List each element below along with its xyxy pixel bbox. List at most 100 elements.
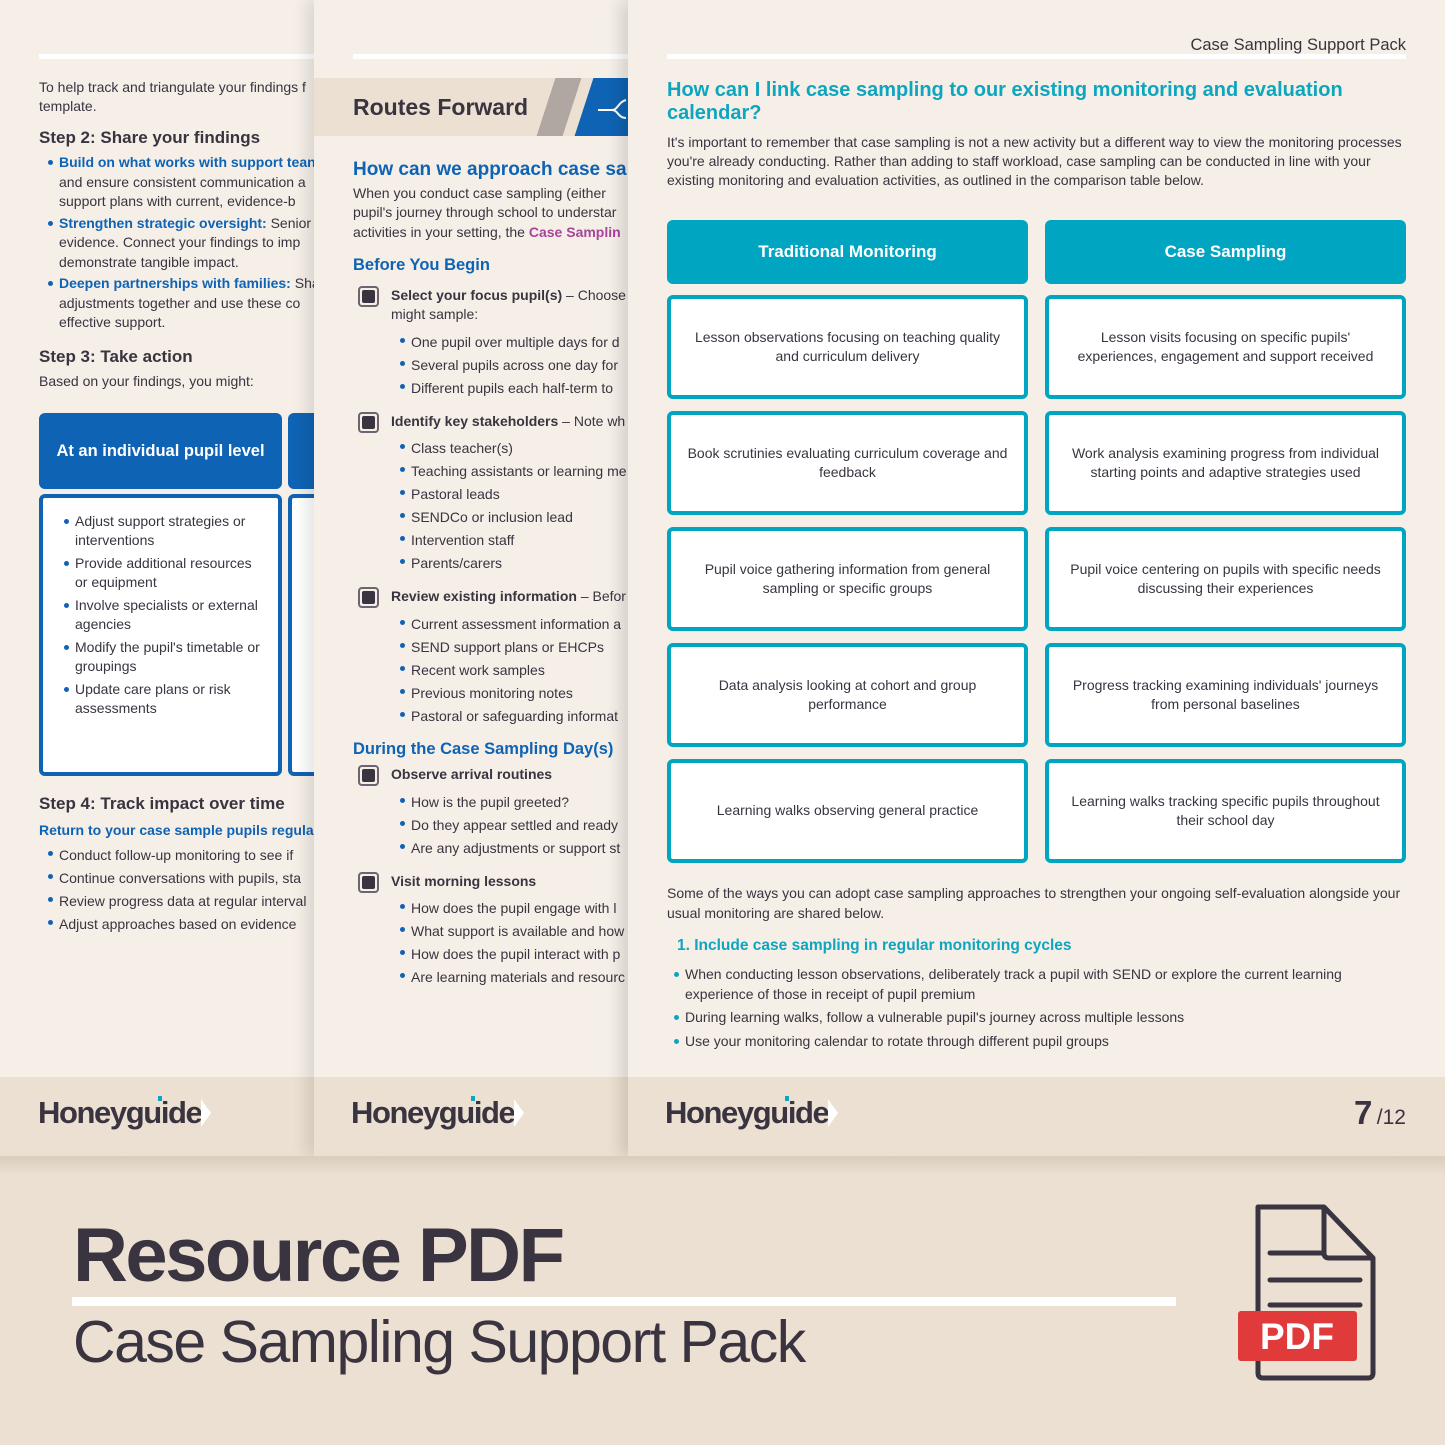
list-item: Are any adjustments or support st bbox=[399, 837, 628, 860]
outro-paragraph: Some of the ways you can adopt case samp… bbox=[667, 885, 1401, 921]
checkbox-icon[interactable] bbox=[358, 285, 379, 307]
list-item: Continue conversations with pupils, sta bbox=[47, 867, 314, 890]
list-item: Previous monitoring notes bbox=[399, 682, 628, 705]
list-item: Do they appear settled and ready bbox=[399, 814, 628, 837]
checkbox-icon[interactable] bbox=[358, 765, 379, 786]
step3-heading: Step 3: Take action bbox=[39, 346, 193, 366]
table-header-traditional: Traditional Monitoring bbox=[667, 220, 1028, 284]
second-level-box bbox=[288, 494, 314, 776]
list-item: Review progress data at regular interval bbox=[47, 890, 314, 913]
pdf-file-icon: PDF bbox=[1238, 1204, 1376, 1381]
svg-text:PDF: PDF bbox=[1260, 1316, 1334, 1357]
list-item: Involve specialists or external agencies bbox=[63, 596, 264, 634]
table-cell: Learning walks observing general practic… bbox=[667, 759, 1028, 863]
step2-heading: Step 2: Share your findings bbox=[39, 128, 261, 147]
page-title: How can I link case sampling to our exis… bbox=[667, 79, 1343, 124]
list-heading: 1. Include case sampling in regular moni… bbox=[677, 937, 1072, 954]
list-item: During learning walks, follow a vulnerab… bbox=[673, 1008, 1393, 1028]
list-item: Teaching assistants or learning me bbox=[399, 460, 628, 483]
table-cell: Learning walks tracking specific pupils … bbox=[1045, 759, 1406, 863]
page-footer bbox=[314, 1077, 628, 1156]
monitoring-list: When conducting lesson observations, del… bbox=[673, 965, 1393, 1055]
checklist-item: Visit morning lessons bbox=[353, 871, 628, 893]
list-item: How does the pupil engage with l bbox=[399, 897, 628, 920]
list-item: When conducting lesson observations, del… bbox=[673, 965, 1393, 1004]
banner-title: Resource PDF bbox=[73, 1213, 565, 1298]
list-item: Pastoral leads bbox=[399, 483, 628, 506]
banner-subtitle: Case Sampling Support Pack bbox=[73, 1309, 806, 1375]
second-level-header bbox=[288, 413, 314, 489]
header-rule bbox=[353, 54, 628, 59]
step4-heading: Step 4: Track impact over time bbox=[39, 794, 285, 813]
route-icon bbox=[598, 99, 627, 119]
page-preview-step-guide: To help track and triangulate your findi… bbox=[0, 0, 314, 1156]
table-cell: Data analysis looking at cohort and grou… bbox=[667, 643, 1028, 747]
checklist-item: Select your focus pupil(s) – Choose migh… bbox=[353, 285, 628, 325]
list-item: Current assessment information a bbox=[399, 613, 628, 636]
page-number: 7 /12 bbox=[1353, 1094, 1406, 1131]
list-item: Conduct follow-up monitoring to see if bbox=[47, 844, 314, 867]
list-item: Provide additional resources or equipmen… bbox=[63, 554, 264, 592]
table-cell: Progress tracking examining individuals'… bbox=[1045, 643, 1406, 747]
honeyguide-logo: Honeyguide bbox=[665, 1095, 839, 1130]
page-preview-monitoring-calendar: Case Sampling Support Pack How can I lin… bbox=[628, 0, 1445, 1156]
list-item: Recent work samples bbox=[399, 659, 628, 682]
header-rule bbox=[39, 54, 314, 59]
table-cell: Work analysis examining progress from in… bbox=[1045, 411, 1406, 515]
pages-shadow bbox=[0, 1156, 1445, 1176]
intro-paragraph: It's important to remember that case sam… bbox=[667, 134, 1402, 188]
list-item: Different pupils each half-term to bbox=[399, 377, 628, 400]
page-footer bbox=[628, 1077, 1445, 1156]
table-cell: Pupil voice centering on pupils with spe… bbox=[1045, 527, 1406, 631]
list-item: Are learning materials and resourc bbox=[399, 966, 628, 989]
list-item: One pupil over multiple days for d bbox=[399, 331, 628, 354]
individual-level-box: Adjust support strategies or interventio… bbox=[39, 494, 282, 776]
page-footer bbox=[0, 1077, 314, 1156]
list-item: What support is available and how bbox=[399, 920, 628, 943]
document-header-label: Case Sampling Support Pack bbox=[1190, 36, 1406, 54]
table-cell: Lesson observations focusing on teaching… bbox=[667, 295, 1028, 399]
page1-content: To help track and triangulate your findi… bbox=[39, 78, 314, 391]
list-item: Modify the pupil's timetable or grouping… bbox=[63, 638, 264, 676]
step4-subheading: Return to your case sample pupils regula… bbox=[39, 822, 314, 838]
list-item: Several pupils across one day for bbox=[399, 354, 628, 377]
banner-rule bbox=[72, 1297, 1176, 1306]
page2-content: How can we approach case sa When you con… bbox=[353, 160, 628, 1001]
table-header-case-sampling: Case Sampling bbox=[1045, 220, 1406, 284]
list-item: Deepen partnerships with families: Shaad… bbox=[47, 274, 314, 333]
list-item: SENDCo or inclusion lead bbox=[399, 506, 628, 529]
checklist-item: Observe arrival routines bbox=[353, 765, 628, 786]
list-item: Intervention staff bbox=[399, 529, 628, 552]
honeyguide-logo: Honeyguide bbox=[351, 1095, 525, 1130]
table-cell: Book scrutinies evaluating curriculum co… bbox=[667, 411, 1028, 515]
approach-intro: When you conduct case sampling (either p… bbox=[353, 184, 621, 240]
during-heading: During the Case Sampling Day(s) bbox=[353, 739, 614, 758]
checklist-item: Review existing information – Befor bbox=[353, 587, 628, 608]
checklist-item: Identify key stakeholders – Note wh bbox=[353, 411, 628, 433]
header-rule bbox=[667, 54, 1406, 59]
list-item: How is the pupil greeted? bbox=[399, 791, 628, 814]
list-item: Pastoral or safeguarding informat bbox=[399, 705, 628, 728]
list-item: Parents/carers bbox=[399, 552, 628, 575]
step3-intro: Based on your findings, you might: bbox=[39, 372, 254, 389]
honeyguide-logo: Honeyguide bbox=[38, 1095, 212, 1130]
table-cell: Lesson visits focusing on specific pupil… bbox=[1045, 295, 1406, 399]
page-preview-routes-forward: Routes Forward How can we approach case … bbox=[314, 0, 628, 1156]
checkbox-icon[interactable] bbox=[358, 587, 379, 608]
list-item: Adjust approaches based on evidence bbox=[47, 913, 314, 936]
step4-section: Step 4: Track impact over time Return to… bbox=[39, 792, 314, 936]
approach-heading: How can we approach case sa bbox=[353, 159, 627, 180]
list-item: SEND support plans or EHCPs bbox=[399, 636, 628, 659]
list-item: How does the pupil interact with p bbox=[399, 943, 628, 966]
list-item: Adjust support strategies or interventio… bbox=[63, 512, 264, 550]
intro-text: To help track and triangulate your findi… bbox=[39, 79, 306, 114]
table-cell: Pupil voice gathering information from g… bbox=[667, 527, 1028, 631]
list-item: Use your monitoring calendar to rotate t… bbox=[673, 1032, 1393, 1052]
checkbox-icon[interactable] bbox=[358, 871, 379, 893]
case-sampling-link[interactable]: Case Samplin bbox=[528, 223, 621, 240]
list-item: Update care plans or risk assessments bbox=[63, 680, 264, 718]
checkbox-icon[interactable] bbox=[358, 411, 379, 433]
